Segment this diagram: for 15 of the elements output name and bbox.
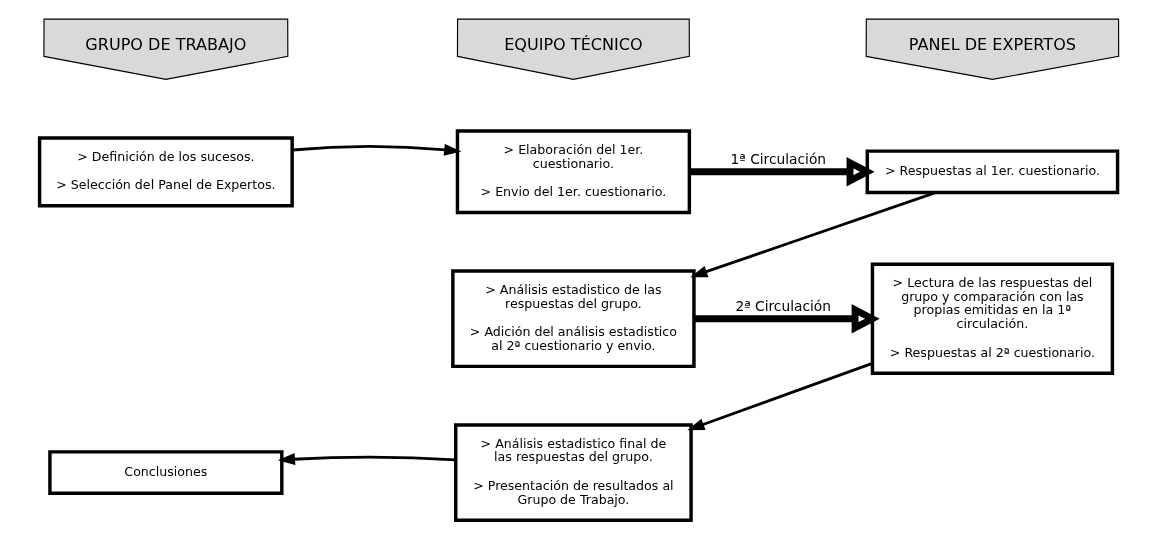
arrow xyxy=(277,453,456,466)
edge-label: 2ª Circulación xyxy=(734,298,831,315)
arrow xyxy=(291,143,461,156)
node-box: > Análisis estadistico de las respuestas del grupo. > Adición del análisis estadistico al 2ª cuestionario y envio. xyxy=(450,269,696,369)
arrow xyxy=(693,304,880,334)
node-box: Conclusiones xyxy=(47,450,284,495)
node-box: > Respuestas al 1er. cuestionario. xyxy=(865,149,1119,195)
edge-label: 1ª Circulación xyxy=(730,151,826,168)
node-box: > Lectura de las respuestas del grupo y comparación con las propias emitidas en la 1ª circulación. > Respuestas al 2ª cuestionario. xyxy=(870,262,1114,375)
node-box: > Definición de los sucesos. > Selección del Panel de Expertos. xyxy=(37,136,294,208)
node-box: > Análisis estadistico final de las respuestas del grupo. > Presentación de resultados al Grupo de Trabajo. xyxy=(453,423,693,522)
arrow xyxy=(689,191,936,278)
node-box: > Elaboración del 1er. cuestionario. > Envio del 1er. cuestionario. xyxy=(455,129,691,215)
arrow xyxy=(686,361,873,431)
arrow xyxy=(689,157,875,187)
